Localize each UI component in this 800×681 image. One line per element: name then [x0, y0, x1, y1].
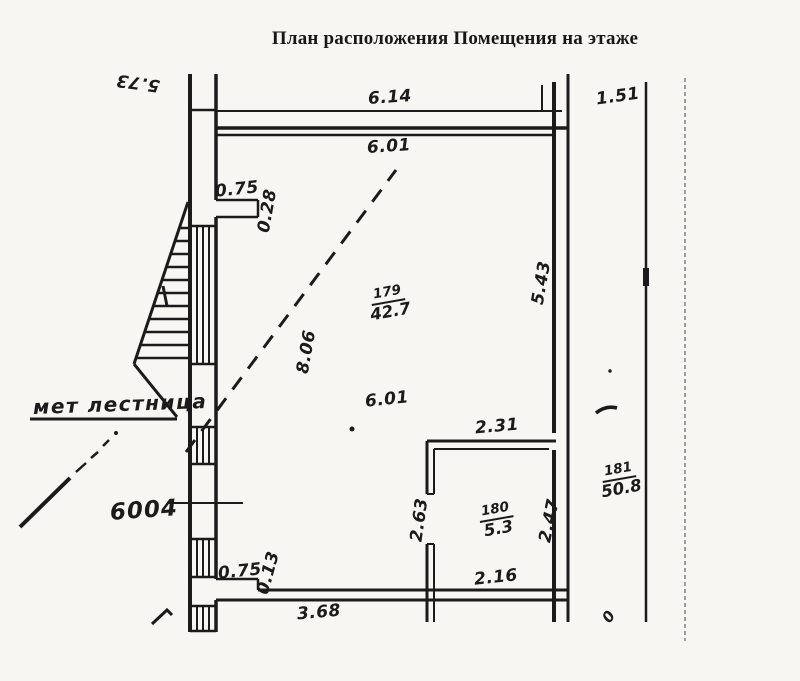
dim-main-width: 6.01 [364, 387, 410, 412]
dashed-diagonal-line [184, 169, 398, 453]
right-wall [552, 74, 570, 622]
dim-small-top: 2.31 [474, 414, 520, 439]
page-title: План расположения Помещения на этаже [271, 28, 639, 49]
bottom-niche [216, 577, 260, 590]
top-niche [216, 198, 260, 219]
dim-bottom: 3.68 [296, 600, 342, 625]
dim-small-bottom: 2.16 [473, 565, 519, 590]
room-label-180: 180 5.3 [477, 499, 517, 540]
stray-marks [18, 369, 618, 626]
room-label-181: 181 50.8 [597, 459, 643, 502]
bottom-wall [216, 588, 568, 622]
room-label-179: 179 42.7 [366, 282, 412, 325]
right-boundary-lines [643, 78, 686, 641]
small-room-walls [425, 439, 556, 600]
left-wall [188, 74, 218, 633]
dim-left-outer: 5.73 [114, 69, 162, 96]
staircase [132, 201, 190, 418]
inventory-number: 6004 [109, 495, 179, 526]
dim-niche-top-width: 0.75 [214, 177, 260, 202]
dim-top-outer: 6.14 [367, 85, 413, 110]
top-dimension-line [216, 85, 562, 112]
top-wall [216, 126, 568, 137]
stairs-label: мет лестница [32, 388, 208, 420]
dim-top-inner: 6.01 [366, 134, 412, 159]
